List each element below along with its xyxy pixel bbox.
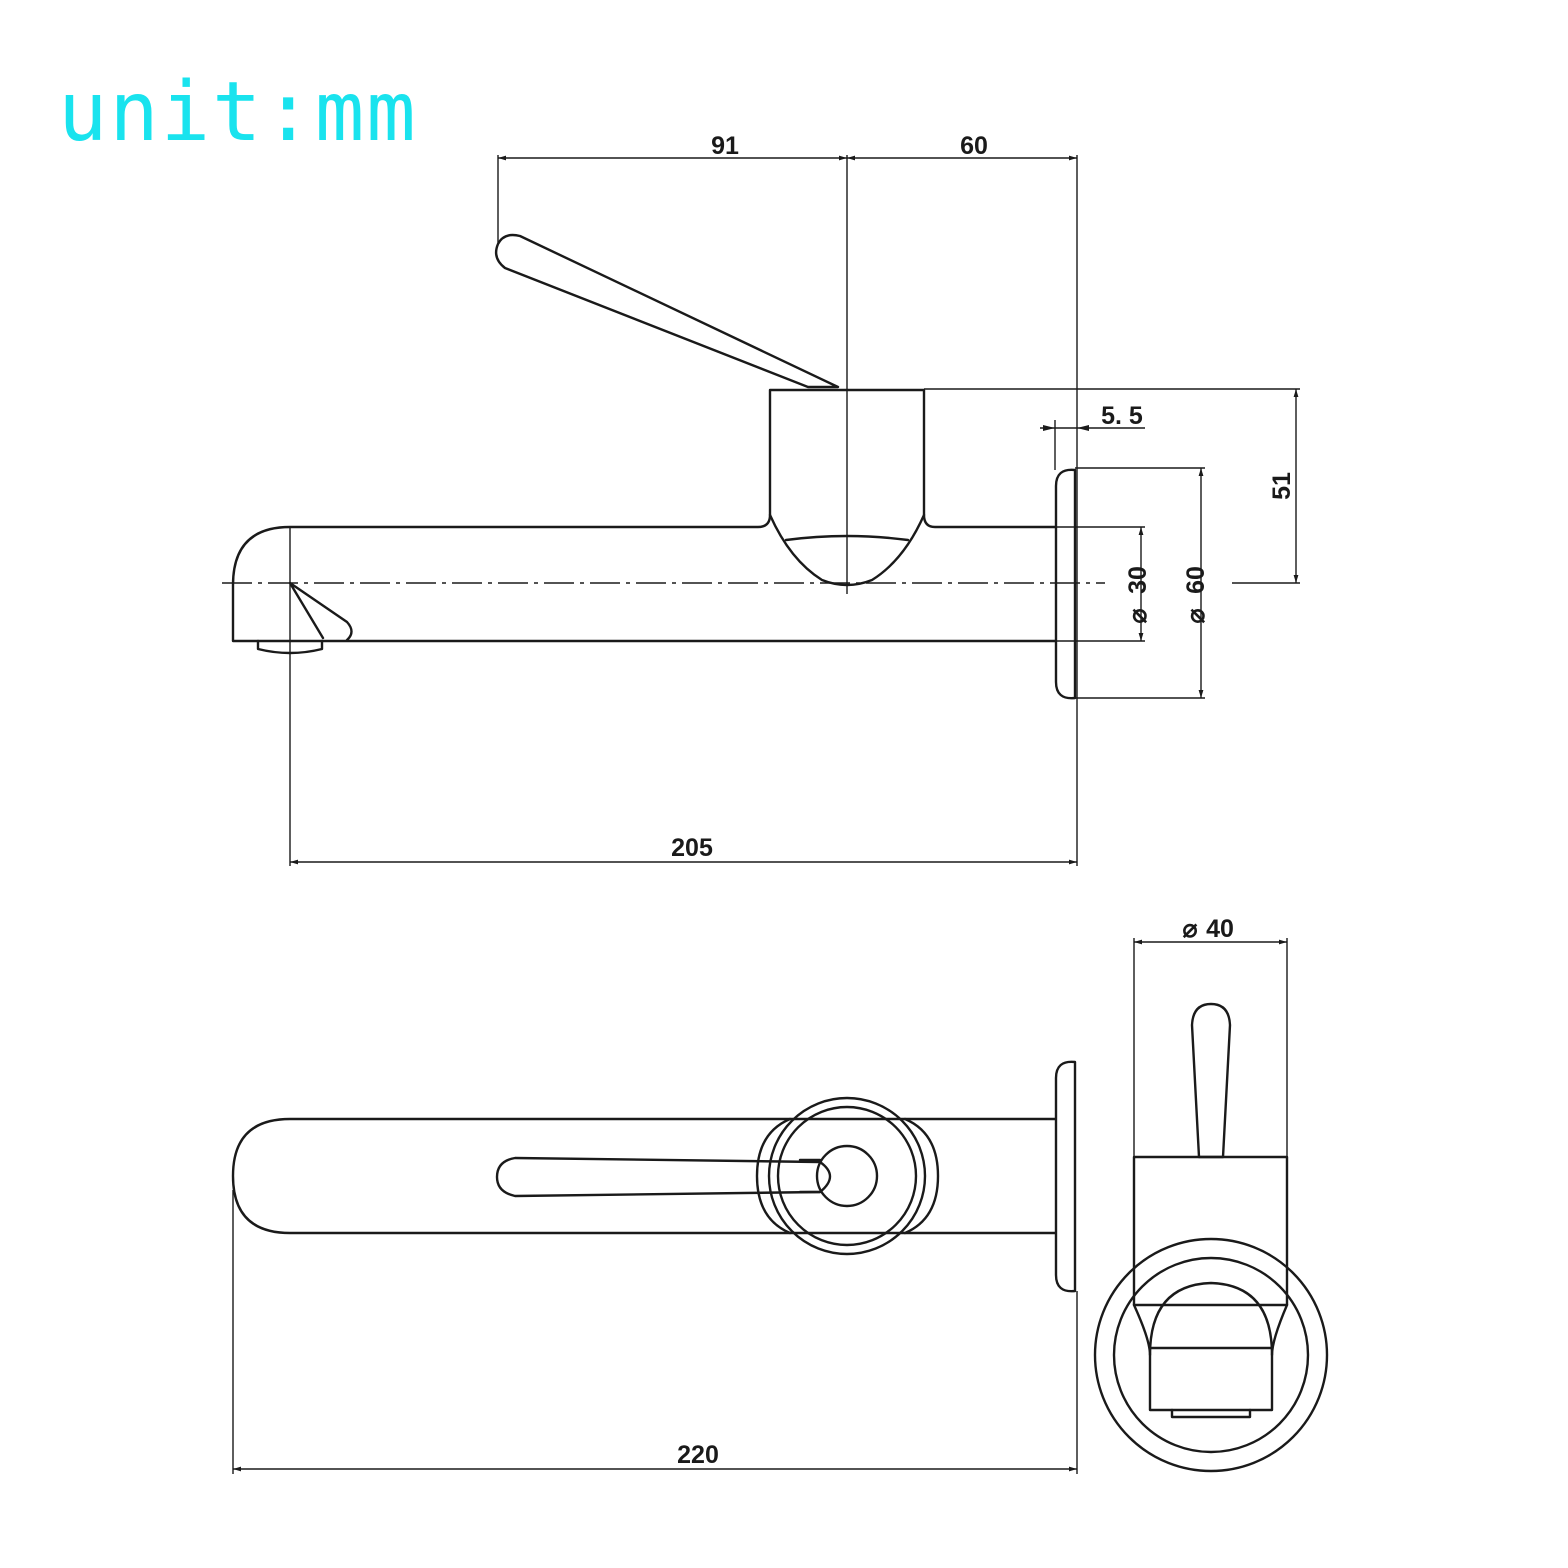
dim-arrow-5-5 — [1043, 425, 1089, 431]
spout-front — [1148, 1281, 1274, 1412]
dim-label-205: 205 — [671, 834, 713, 862]
body-inner-circle — [776, 1105, 918, 1247]
dim-label-d60-symbol: ⌀ — [1182, 608, 1210, 623]
cartridge-circle — [815, 1144, 879, 1208]
flange-inner — [1112, 1256, 1310, 1454]
spout-body — [231, 388, 1057, 643]
side-view: 91 60 5. 5 51 ⌀ 30 ⌀ 60 205 — [222, 132, 1300, 866]
dim-label-91: 91 — [711, 132, 739, 160]
dim-label-d40: 40 — [1206, 915, 1234, 943]
dim-label-d30-symbol: ⌀ — [1124, 608, 1152, 623]
wall-flange-top — [1054, 1060, 1077, 1293]
dim-label-51: 51 — [1268, 472, 1296, 500]
lever-hub — [798, 1158, 822, 1194]
top-view: 220 — [231, 1060, 1078, 1474]
unit-label: unit:mm — [58, 65, 418, 160]
dim-label-d30: 30 — [1124, 566, 1152, 594]
lever-handle — [494, 233, 840, 389]
dim-label-220: 220 — [677, 1441, 719, 1469]
lever-top — [495, 1156, 832, 1198]
dim-label-d40-symbol: ⌀ — [1182, 915, 1197, 943]
body-side-lugs — [755, 1117, 940, 1235]
lever-front — [1190, 1002, 1232, 1159]
dim-label-60: 60 — [960, 132, 988, 160]
dim-label-5-5: 5. 5 — [1101, 402, 1143, 430]
wall-flange — [1054, 468, 1077, 700]
body-outer-circle — [767, 1096, 927, 1256]
spout-top — [231, 1117, 1057, 1235]
front-view: ⌀ 40 — [1093, 915, 1329, 1473]
flange-outer — [1093, 1237, 1329, 1473]
spout-tip — [288, 581, 353, 642]
aerator-front — [1170, 1408, 1252, 1419]
dim-label-d60: 60 — [1182, 566, 1210, 594]
